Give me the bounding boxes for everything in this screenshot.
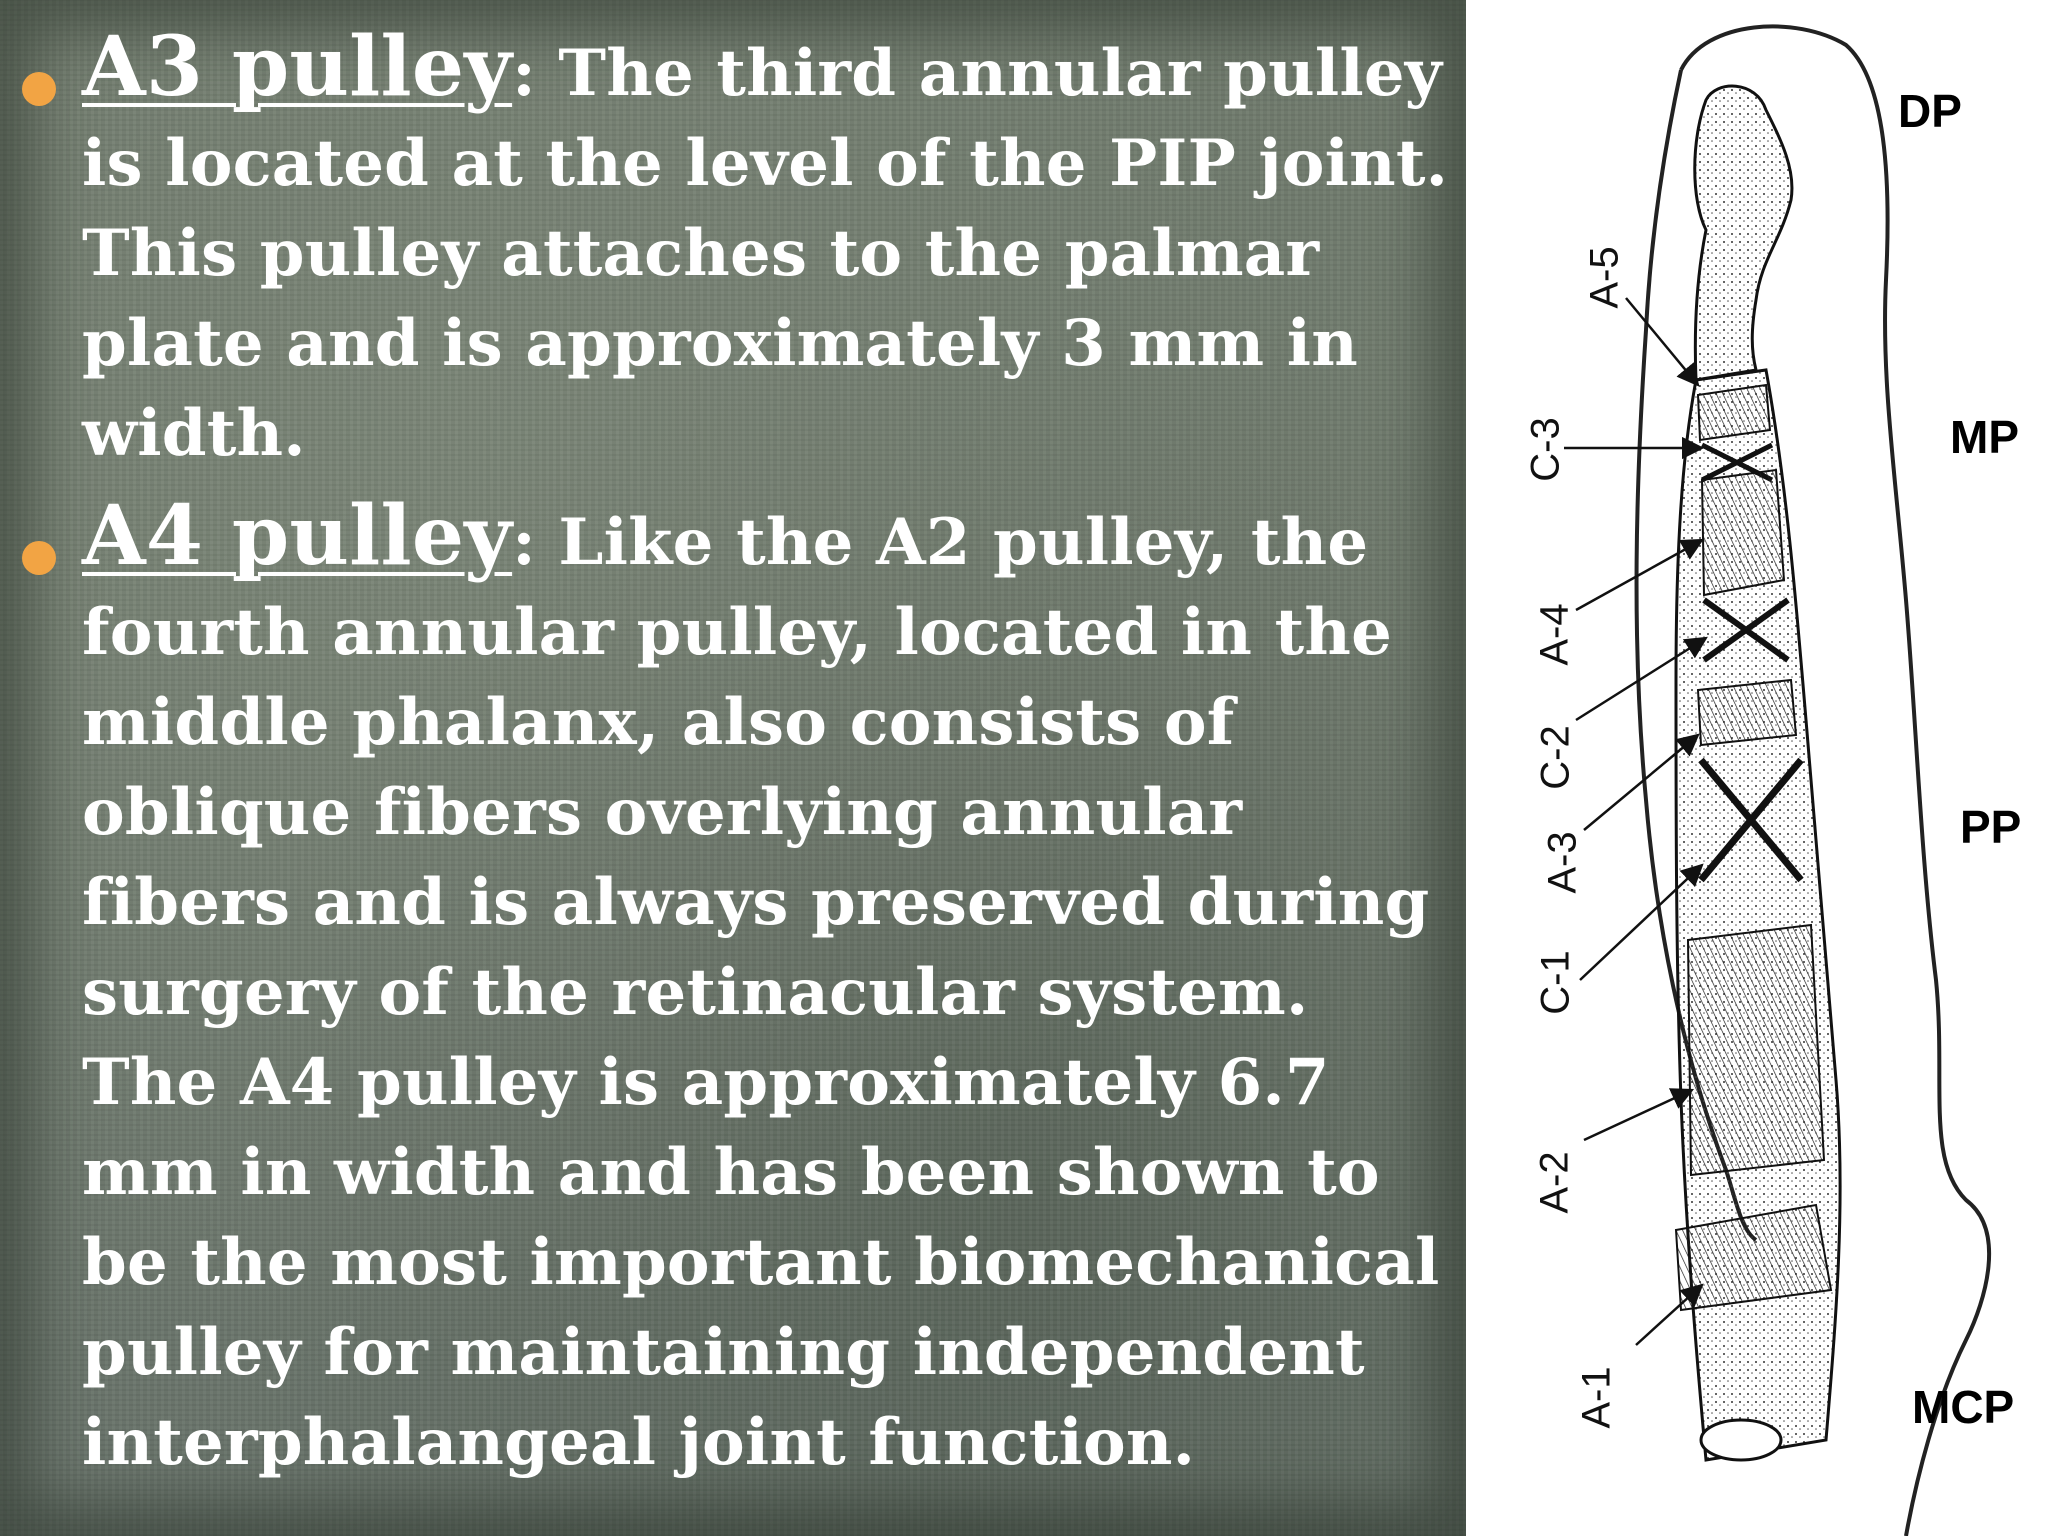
finger-drawing [1564, 24, 1991, 1536]
label-c2: C-2 [1533, 725, 1578, 790]
heading-a4-pulley: A4 pulley [82, 488, 513, 584]
label-mcp: MCP [1912, 1381, 2015, 1433]
label-a4: A-4 [1532, 603, 1577, 666]
body-text-a4: : Like the A2 pulley, the fourth annular… [82, 505, 1440, 1480]
bullet-dot [22, 541, 56, 575]
label-c3: C-3 [1523, 417, 1568, 482]
finger-pulley-diagram: DP MP PP MCP A-5 C-3 A-4 C-2 A-3 C-1 A-2… [1466, 0, 2048, 1536]
bullet-item-a4: A4 pulley: Like the A2 pulley, the fourt… [20, 491, 1460, 1488]
label-c1: C-1 [1533, 950, 1578, 1015]
bullet-dot [22, 72, 56, 106]
label-a2: A-2 [1532, 1151, 1577, 1214]
slide-text: A3 pulley: The third annular pulley is l… [20, 22, 1460, 1488]
body-text-a3: : The third annular pulley is located at… [82, 36, 1449, 471]
label-pp: PP [1960, 801, 2022, 853]
label-a5: A-5 [1582, 246, 1627, 309]
bullet-paragraph: A3 pulley: The third annular pulley is l… [82, 22, 1460, 479]
heading-a3-pulley: A3 pulley [82, 19, 513, 115]
slide-background [0, 0, 1466, 1536]
label-dp: DP [1898, 85, 1962, 137]
label-mp: MP [1950, 411, 2019, 463]
bullet-item-a3: A3 pulley: The third annular pulley is l… [20, 22, 1460, 479]
bullet-paragraph: A4 pulley: Like the A2 pulley, the fourt… [82, 491, 1460, 1488]
label-a3: A-3 [1540, 831, 1585, 894]
label-a1: A-1 [1574, 1366, 1619, 1429]
